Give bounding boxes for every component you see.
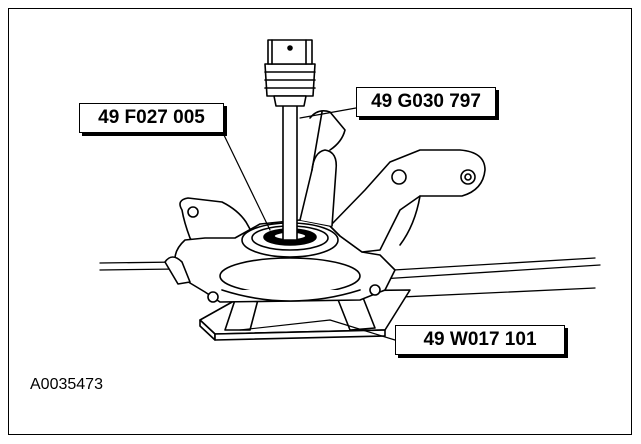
steering-knuckle xyxy=(164,110,486,303)
figure-id: A0035473 xyxy=(30,376,103,393)
installer-tool xyxy=(264,39,316,241)
callout-49-W017-101: 49 W017 101 xyxy=(395,325,565,355)
callout-49-F027-005: 49 F027 005 xyxy=(79,103,224,133)
callout-49-G030-797: 49 G030 797 xyxy=(356,87,496,117)
leader-lines xyxy=(221,107,396,341)
